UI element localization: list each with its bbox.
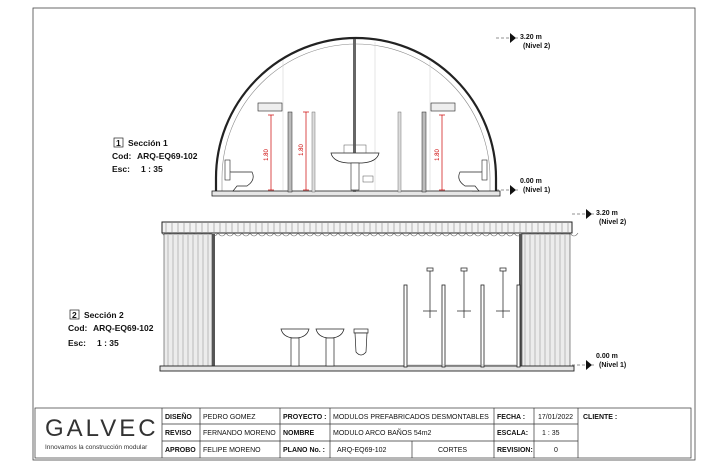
fecha-label: FECHA : [497,414,525,421]
s1-base-level-label: (Nivel 1) [523,187,550,194]
section-2-number-box [69,309,80,320]
s2-base-level-value: 0.00 m [596,353,618,360]
cliente-label: CLIENTE : [583,414,617,421]
escala-value: 1 : 35 [542,430,560,437]
diseno-value: PEDRO GOMEZ [203,414,256,421]
section-1-esc-label: Esc: [112,164,130,174]
fecha-value: 17/01/2022 [538,414,573,421]
nombre-value: MODULO ARCO BAÑOS 54m2 [333,428,432,437]
section-2-esc-label: Esc: [68,338,86,348]
reviso-label: REVISO [165,430,192,437]
section-1-cod-value: ARQ-EQ69-102 [137,151,198,161]
section-2-title: Sección 2 [84,310,124,320]
s2-base-level-label: (Nivel 1) [599,362,626,369]
section-1-esc-value: 1 : 35 [141,164,163,174]
s1-base-level-value: 0.00 m [520,178,542,185]
section-1-number-box [113,137,124,148]
company-tagline: Innovamos la construcción modular [45,444,148,451]
reviso-value: FERNANDO MORENO [203,430,276,437]
s1-top-level-value: 3.20 m [520,34,542,41]
s2-top-level-value: 3.20 m [596,210,618,217]
dimension-label-2: 1.80 [299,144,305,156]
revision-label: REVISION: [497,447,533,454]
aprobo-label: APROBO [165,447,196,454]
diseno-label: DISEÑO [165,412,192,421]
s1-top-level-label: (Nivel 2) [523,43,550,50]
title-block [34,407,692,459]
section-2-cod-label: Cod: [68,323,88,333]
section-2-drawing [159,221,579,372]
section-2-esc-value: 1 : 35 [97,338,119,348]
plano-label: PLANO No. : [283,447,325,454]
section-2-cod-value: ARQ-EQ69-102 [93,323,154,333]
escala-label: ESCALA: [497,430,528,437]
dimension-label-3: 1.80 [435,149,441,161]
section-2-levels [572,209,594,370]
proyecto-value: MODULOS PREFABRICADOS DESMONTABLES [333,414,489,421]
section-1-cod-label: Cod: [112,151,132,161]
section-1-title: Sección 1 [128,138,168,148]
section-1-number: 1 [116,138,121,148]
s2-top-level-label: (Nivel 2) [599,219,626,226]
revision-value: 0 [554,447,558,454]
section-2-number: 2 [72,310,77,320]
company-logo: GALVEC [45,415,159,442]
section-1-drawing: 1.80 1.80 1.80 [211,36,501,197]
proyecto-label: PROYECTO : [283,414,326,421]
dimension-label-1: 1.80 [264,149,270,161]
section-1-levels [496,33,518,195]
nombre-label: NOMBRE [283,430,314,437]
aprobo-value: FELIPE MORENO [203,447,261,454]
plano-description: CORTES [438,447,467,454]
plano-value: ARQ-EQ69-102 [337,447,387,454]
sheet-border [32,7,696,461]
